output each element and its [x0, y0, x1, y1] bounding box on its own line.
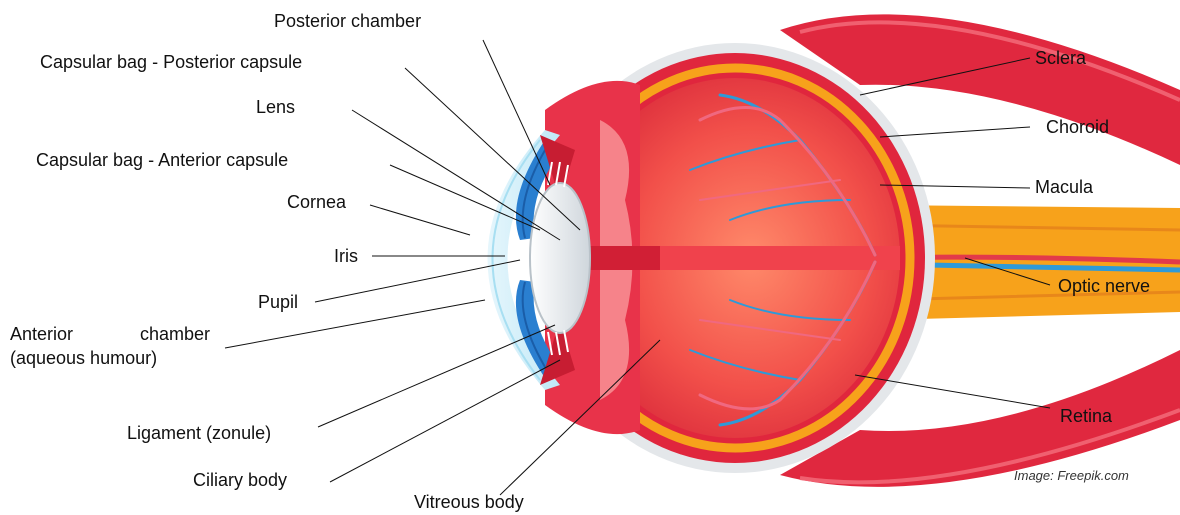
label-sclera: Sclera: [1035, 48, 1086, 68]
label-choroid: Choroid: [1046, 117, 1109, 137]
label-anterior-chamber-word1: Anterior: [10, 322, 73, 346]
label-cornea: Cornea: [287, 192, 346, 212]
label-anterior-chamber: Anterior chamber (aqueous humour): [10, 322, 210, 370]
label-macula: Macula: [1035, 177, 1093, 197]
label-anterior-chamber-line2: (aqueous humour): [10, 346, 210, 370]
label-capsular-posterior: Capsular bag - Posterior capsule: [40, 52, 302, 72]
label-capsular-anterior: Capsular bag - Anterior capsule: [36, 150, 288, 170]
label-pupil: Pupil: [258, 292, 298, 312]
label-optic-nerve: Optic nerve: [1058, 276, 1150, 296]
label-iris: Iris: [334, 246, 358, 266]
label-posterior-chamber: Posterior chamber: [274, 11, 421, 31]
lens-shape: [530, 183, 590, 333]
label-ciliary-body: Ciliary body: [193, 470, 287, 490]
label-lens: Lens: [256, 97, 295, 117]
image-credit: Image: Freepik.com: [1014, 468, 1129, 483]
label-ligament: Ligament (zonule): [127, 423, 271, 443]
label-anterior-chamber-word2: chamber: [140, 322, 210, 346]
label-vitreous-body: Vitreous body: [414, 492, 524, 512]
label-retina: Retina: [1060, 406, 1112, 426]
